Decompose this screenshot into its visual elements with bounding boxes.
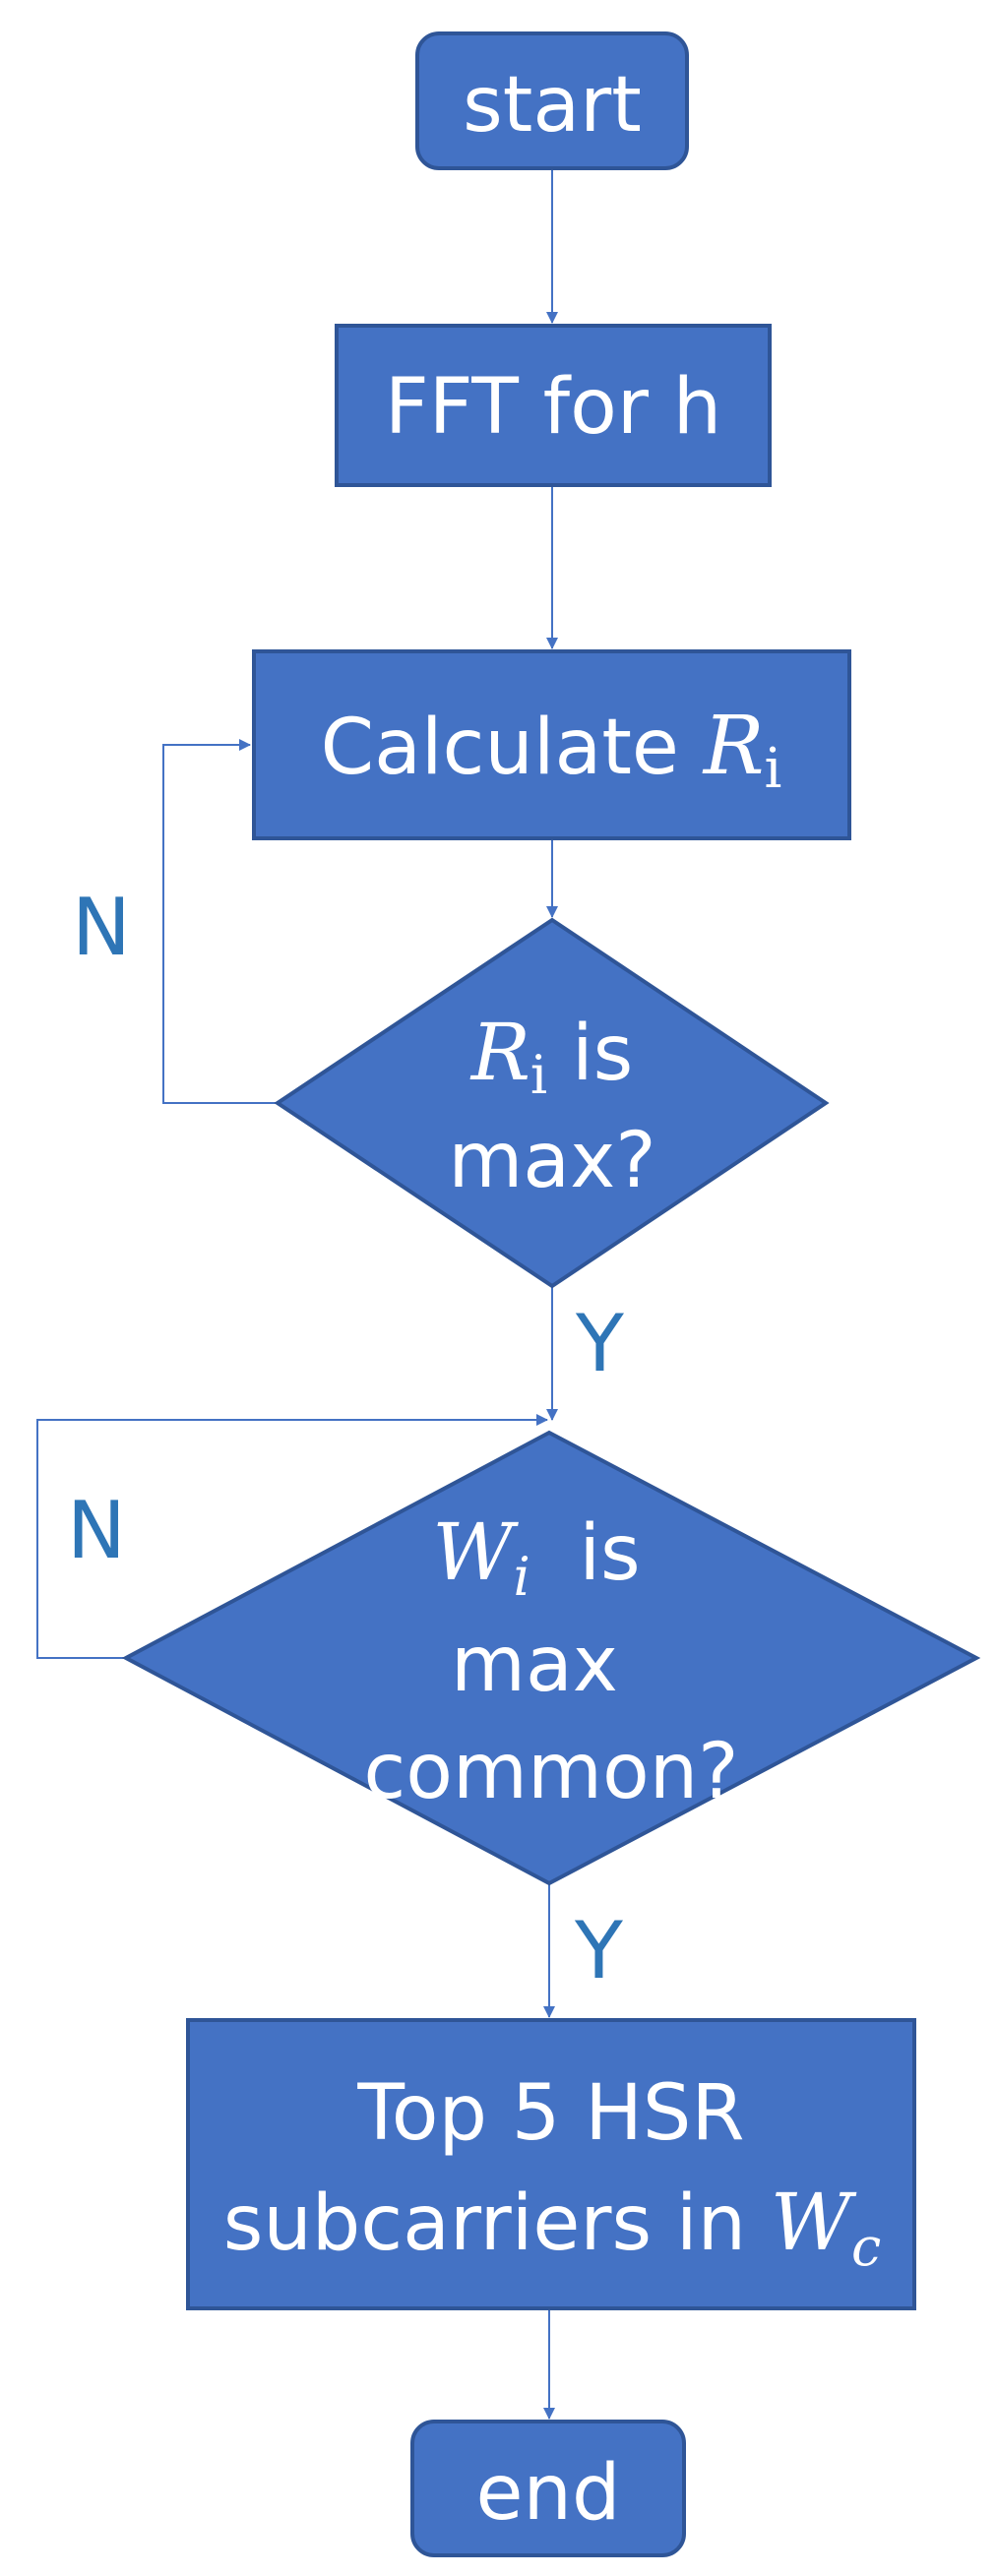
start-label: start (463, 61, 642, 150)
ri-no-edge-label: N (72, 882, 131, 973)
top5-line1: Top 5 HSR (356, 2069, 744, 2158)
start-terminal (415, 31, 689, 170)
end-label: end (476, 2449, 621, 2538)
fft-label: FFT for h (385, 363, 721, 452)
wi-decision-line1: Wi is (432, 1506, 640, 1608)
shapes (121, 31, 981, 2557)
edge-wi-no-loop (36, 1414, 548, 1659)
connectors (36, 169, 558, 2420)
wi-no-edge-label: N (67, 1485, 126, 1576)
wi-decision-line2: max (451, 1621, 618, 1709)
wi-yes-edge-label: Y (574, 1905, 624, 1996)
ri-decision-line2: max? (448, 1117, 655, 1205)
end-terminal (410, 2420, 686, 2557)
calculate-process-box (252, 649, 851, 840)
top5-line2: subcarriers in Wc (223, 2177, 882, 2278)
wi-decision-line3: common? (363, 1728, 738, 1816)
edge-ri-no-loop (162, 739, 278, 1104)
top5-process-box (186, 2018, 916, 2310)
calculate-label: Calculate Ri (321, 700, 782, 801)
ri-decision-line1: Ri is (469, 1007, 634, 1106)
fft-process-box (335, 324, 772, 487)
ri-max-decision (274, 917, 830, 1289)
ri-yes-edge-label: Y (575, 1298, 625, 1389)
wi-max-common-decision (121, 1430, 981, 1886)
